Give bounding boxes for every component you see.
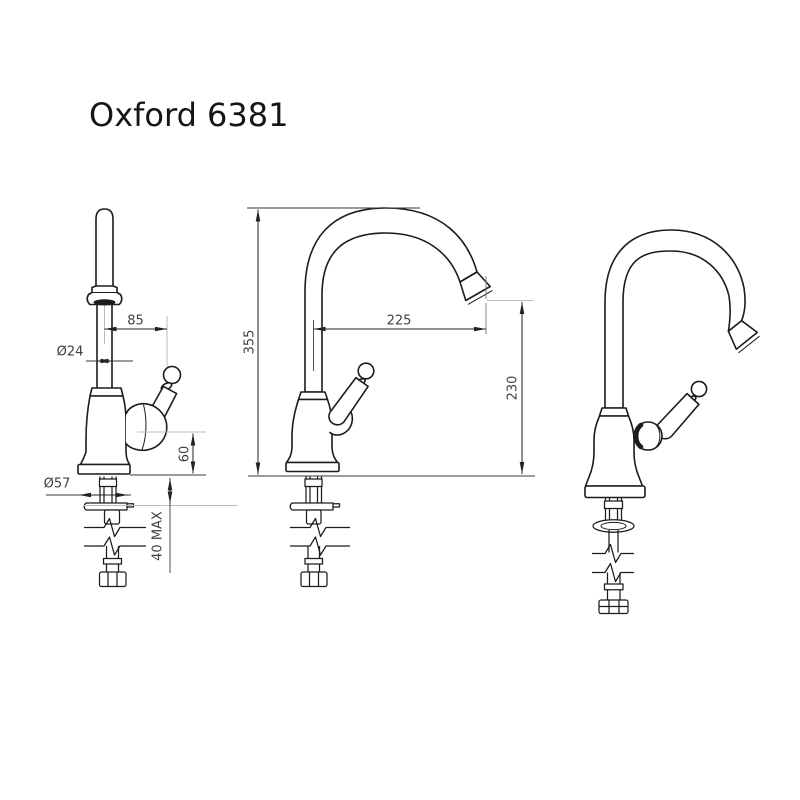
front-view-drawing <box>77 208 182 588</box>
dim-label-spout-diameter: Ø24 <box>56 344 84 360</box>
front-break-symbol-lower <box>84 536 146 556</box>
dim-label-spout-clearance: 230 <box>505 375 521 401</box>
persp-body-collar <box>598 407 630 417</box>
side-break-symbol-lower <box>290 536 350 556</box>
persp-break-symbol-upper <box>592 543 634 564</box>
side-base-flange <box>285 461 340 473</box>
persp-shank-collar <box>603 500 624 510</box>
persp-base-flange <box>584 485 646 499</box>
front-handle-ball <box>162 365 182 385</box>
front-hex-nut <box>98 571 127 588</box>
dim-label-base-diameter: Ø57 <box>43 476 71 491</box>
front-hose-collar <box>102 557 123 565</box>
persp-gooseneck-spout <box>604 229 746 409</box>
side-shank-collar <box>304 478 323 488</box>
dim-label-total-height: 355 <box>242 329 257 355</box>
dim-label-below-deck-max: 40 MAX <box>150 511 165 561</box>
side-hose-collar <box>304 557 324 565</box>
dim-label-outlet-height: 60 <box>177 445 192 462</box>
side-break-symbol-upper <box>290 517 350 538</box>
side-view-drawing <box>285 207 493 588</box>
front-shank-collar <box>98 478 118 488</box>
front-base-flange <box>77 463 131 475</box>
persp-mounting-ring <box>592 519 635 533</box>
side-mounting-plate <box>289 502 334 511</box>
front-break-symbol-upper <box>84 517 146 538</box>
persp-aerator-tip <box>727 319 759 350</box>
dimension-lines <box>46 207 535 573</box>
persp-boss-ring <box>633 422 644 450</box>
front-body <box>79 395 131 466</box>
dim-label-spout-reach: 225 <box>386 313 412 328</box>
side-mounting-nut <box>305 509 322 525</box>
dim-label-spout-offset: 85 <box>127 313 144 328</box>
persp-body <box>584 415 644 487</box>
front-boss-seam <box>141 404 147 451</box>
perspective-view-drawing <box>584 229 760 615</box>
side-handle-ball <box>357 362 375 380</box>
side-body-collar <box>297 391 329 401</box>
side-body <box>285 398 339 464</box>
front-spout-tube <box>95 208 114 287</box>
front-spout-outlet-collar <box>86 285 123 306</box>
side-hex-nut <box>300 571 328 588</box>
page-title: Oxford 6381 <box>89 96 289 134</box>
persp-hose-collar <box>603 583 624 591</box>
persp-handle-lever <box>655 392 700 440</box>
persp-handle-ball <box>690 380 708 398</box>
side-handle-lever <box>328 376 369 426</box>
front-mounting-plate <box>83 502 128 511</box>
front-body-collar <box>89 387 124 397</box>
front-outlet-opening <box>93 299 116 306</box>
side-gooseneck-spout <box>304 207 478 393</box>
persp-break-symbol-lower <box>592 562 634 583</box>
